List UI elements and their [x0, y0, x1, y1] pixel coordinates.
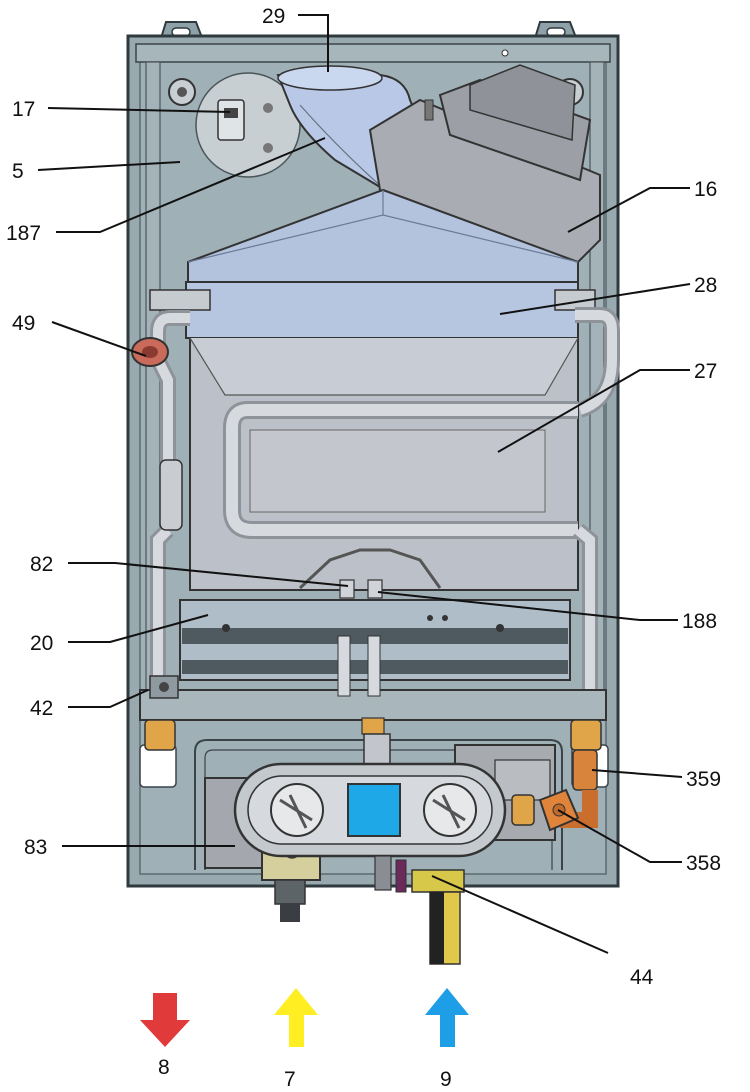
callout-9: 9 — [440, 1068, 452, 1091]
callout-20: 20 — [30, 632, 53, 655]
callout-labels: 29 17 5 187 16 49 28 27 82 188 20 42 359… — [6, 5, 721, 1091]
callout-29: 29 — [262, 5, 285, 28]
callout-27: 27 — [694, 360, 717, 383]
control-panel — [233, 762, 507, 893]
flue-hood — [149, 188, 596, 339]
leader-lines — [37, 14, 691, 954]
fan-housing — [368, 64, 601, 282]
arrow-up-icon — [274, 988, 318, 1047]
callout-8: 8 — [158, 1056, 170, 1079]
callout-83: 83 — [24, 836, 47, 859]
callout-187: 187 — [6, 222, 41, 245]
callout-5: 5 — [12, 160, 24, 183]
air-pressure-switch — [195, 72, 301, 178]
callout-16: 16 — [694, 178, 717, 201]
callout-49: 49 — [12, 312, 35, 335]
top-rail — [135, 43, 611, 63]
display-screen — [347, 783, 401, 837]
burner-base — [139, 635, 607, 775]
heat-exchanger — [150, 307, 620, 700]
callout-17: 17 — [12, 98, 35, 121]
water-inlet — [411, 869, 465, 965]
callout-359: 359 — [686, 768, 721, 791]
ignition-electrodes — [298, 548, 442, 599]
callout-7: 7 — [284, 1068, 296, 1091]
flow-arrows — [140, 988, 469, 1047]
callout-44: 44 — [630, 966, 654, 989]
callout-358: 358 — [686, 852, 721, 875]
callout-82: 82 — [30, 553, 53, 576]
callout-28: 28 — [694, 274, 717, 297]
callout-188: 188 — [682, 610, 717, 633]
arrow-up-icon — [425, 988, 469, 1047]
arrow-down-icon — [140, 993, 190, 1047]
callout-42: 42 — [30, 697, 53, 720]
